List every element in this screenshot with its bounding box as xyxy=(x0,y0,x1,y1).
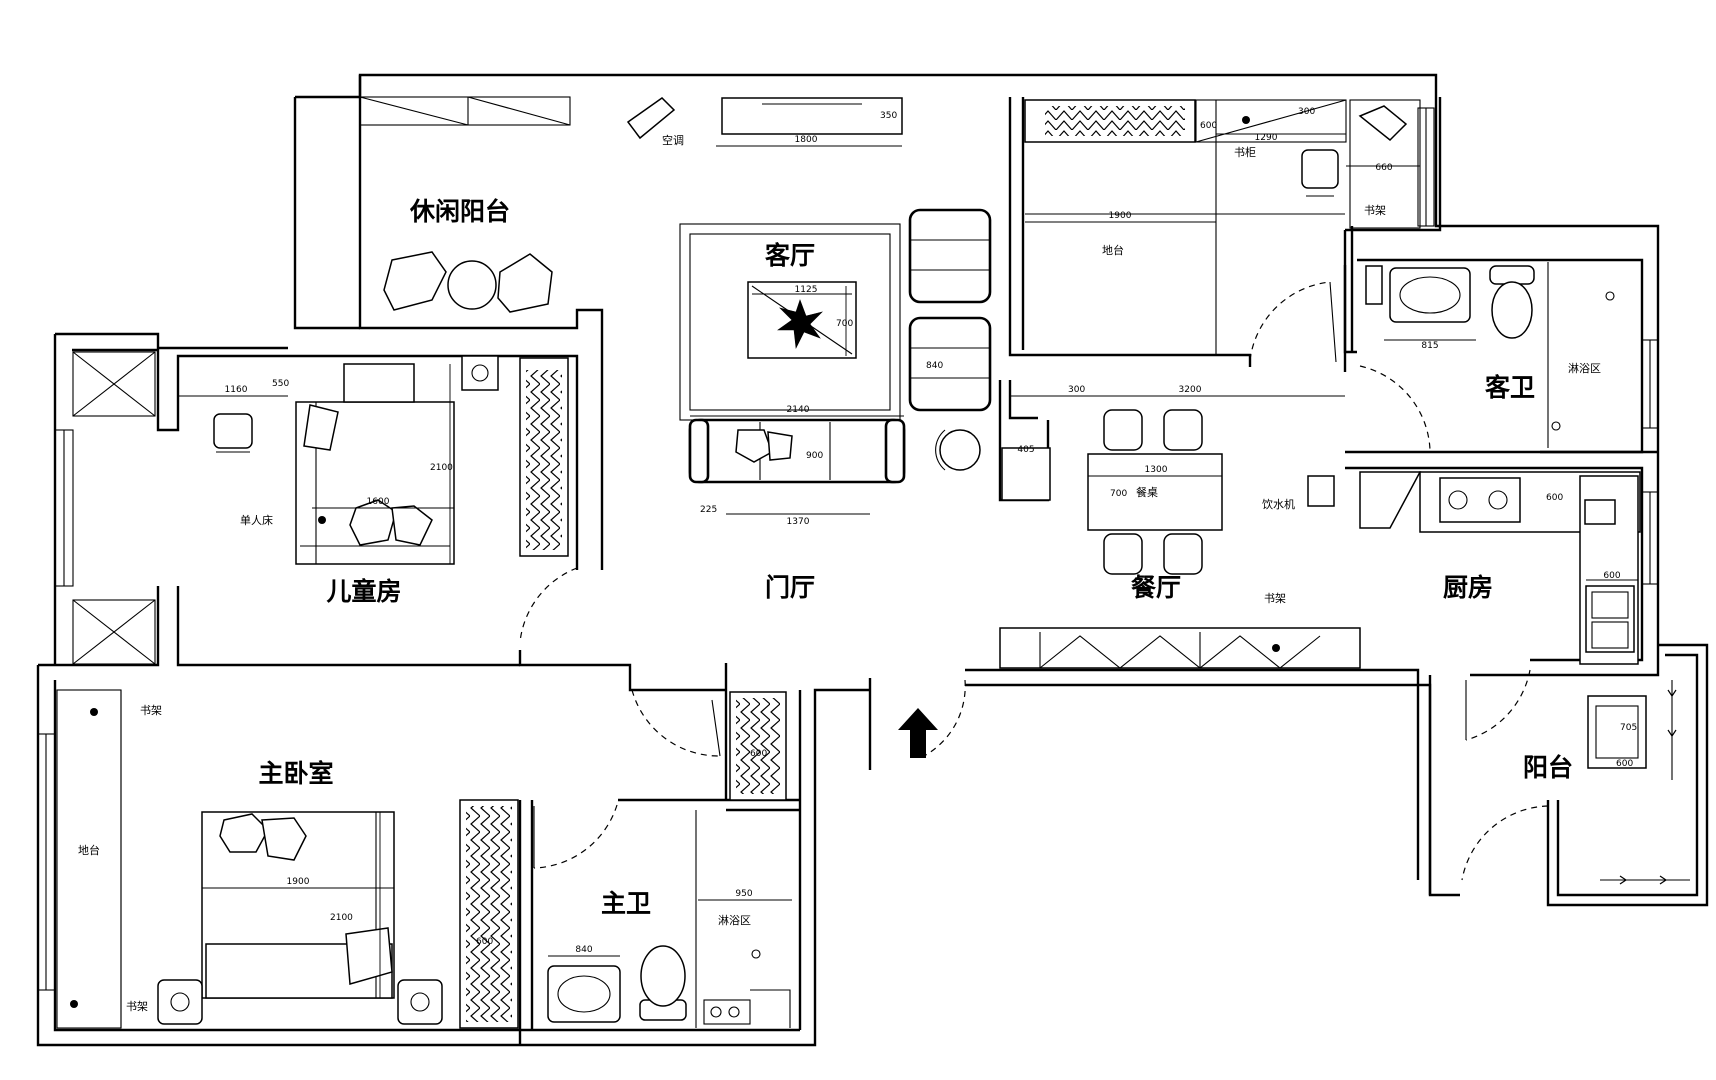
dim-master-bed-length: 2100 xyxy=(330,913,353,923)
room-label-master-bedroom: 主卧室 xyxy=(258,759,333,788)
dim-washer-depth: 600 xyxy=(1616,759,1633,769)
dim-master-shower: 950 xyxy=(735,889,752,899)
single-bed-label: 单人床 xyxy=(240,513,273,527)
dim-kids-bed-length: 2100 xyxy=(430,463,453,473)
study-bay-window-label: 地台 xyxy=(1102,243,1124,257)
windows xyxy=(37,96,1659,991)
master-bay-window-label: 地台 xyxy=(78,843,100,857)
balcony-fixtures xyxy=(1587,680,1690,885)
room-label-kitchen: 厨房 xyxy=(1443,573,1493,602)
air-conditioner-label: 空调 xyxy=(662,133,684,147)
kids-furniture xyxy=(72,351,569,665)
dim-table-length: 1300 xyxy=(1145,465,1168,475)
dim-master-bed-width: 1900 xyxy=(287,877,310,887)
dim-study-desk-depth: 300 xyxy=(1298,107,1315,117)
room-label-dining-room: 餐厅 xyxy=(1131,573,1181,602)
dim-kids-desk: 1160 xyxy=(225,385,248,395)
study-furniture xyxy=(1024,99,1421,354)
water-dispenser-label: 饮水机 xyxy=(1262,497,1295,511)
guest-bath-fixtures xyxy=(1365,262,1615,448)
dim-kitchen-sink: 600 xyxy=(1603,571,1620,581)
dining-furniture xyxy=(999,409,1361,669)
kitchen-fixtures xyxy=(1307,471,1641,665)
dim-study-side: 600 xyxy=(1200,121,1217,131)
room-label-balcony: 阳台 xyxy=(1523,753,1573,782)
dim-tv-cabinet-width: 1800 xyxy=(795,135,818,145)
room-label-living-room: 客厅 xyxy=(765,241,815,270)
bookcase-label: 书柜 xyxy=(1234,146,1256,159)
dim-coffee-table-height: 700 xyxy=(836,319,853,329)
study-bookshelf-label: 书架 xyxy=(1364,204,1386,217)
dim-dining-span: 3200 xyxy=(1179,385,1202,395)
dim-kitchen-counter: 600 xyxy=(1546,493,1563,503)
dim-hall-closet: 600 xyxy=(750,749,767,759)
dim-side-table: 225 xyxy=(700,505,717,515)
dim-dining-gap: 300 xyxy=(1068,385,1085,395)
guest-shower-label: 淋浴区 xyxy=(1568,362,1601,375)
master-furniture xyxy=(56,689,787,1029)
dim-kids-desk-depth: 550 xyxy=(272,379,289,389)
room-label-foyer: 门厅 xyxy=(765,573,815,602)
dim-study-desk: 1290 xyxy=(1255,133,1278,143)
dim-armchair: 840 xyxy=(926,361,943,371)
dim-table-width: 700 xyxy=(1110,489,1127,499)
master-bookshelf-top-label: 书架 xyxy=(140,704,162,717)
living-furniture xyxy=(679,97,1051,501)
dim-sofa-width: 2140 xyxy=(787,405,810,415)
room-label-kids-room: 儿童房 xyxy=(326,577,401,606)
dim-master-vanity: 840 xyxy=(575,945,592,955)
dim-study-shelf: 660 xyxy=(1375,163,1392,173)
dim-coffee-table-width: 1125 xyxy=(795,285,818,295)
dim-kids-bed-width: 1600 xyxy=(367,497,390,507)
dim-guest-sink: 815 xyxy=(1421,341,1438,351)
dim-study-window: 1900 xyxy=(1109,211,1132,221)
entrance-arrow-icon xyxy=(898,708,938,758)
room-label-guest-bath: 客卫 xyxy=(1485,373,1535,402)
dim-tv-cabinet-depth: 350 xyxy=(880,111,897,121)
dim-washer: 705 xyxy=(1620,723,1637,733)
dimension-lines xyxy=(178,133,1638,998)
master-bookshelf-bottom-label: 书架 xyxy=(126,1000,148,1013)
dim-sofa-base: 1370 xyxy=(787,517,810,527)
master-bath-fixtures xyxy=(547,810,791,1028)
dim-sofa-seat: 900 xyxy=(806,451,823,461)
master-shower-label: 淋浴区 xyxy=(718,914,751,927)
balcony-furniture xyxy=(383,97,676,313)
room-label-leisure-balcony: 休闲阳台 xyxy=(409,197,510,226)
doors xyxy=(519,281,1549,881)
dining-bookshelf-label: 书架 xyxy=(1264,592,1286,605)
dim-master-closet: 600 xyxy=(476,937,493,947)
dim-shoe-cabinet: 405 xyxy=(1017,445,1034,455)
room-label-master-bath: 主卫 xyxy=(601,889,651,918)
dining-table-label: 餐桌 xyxy=(1136,485,1158,499)
